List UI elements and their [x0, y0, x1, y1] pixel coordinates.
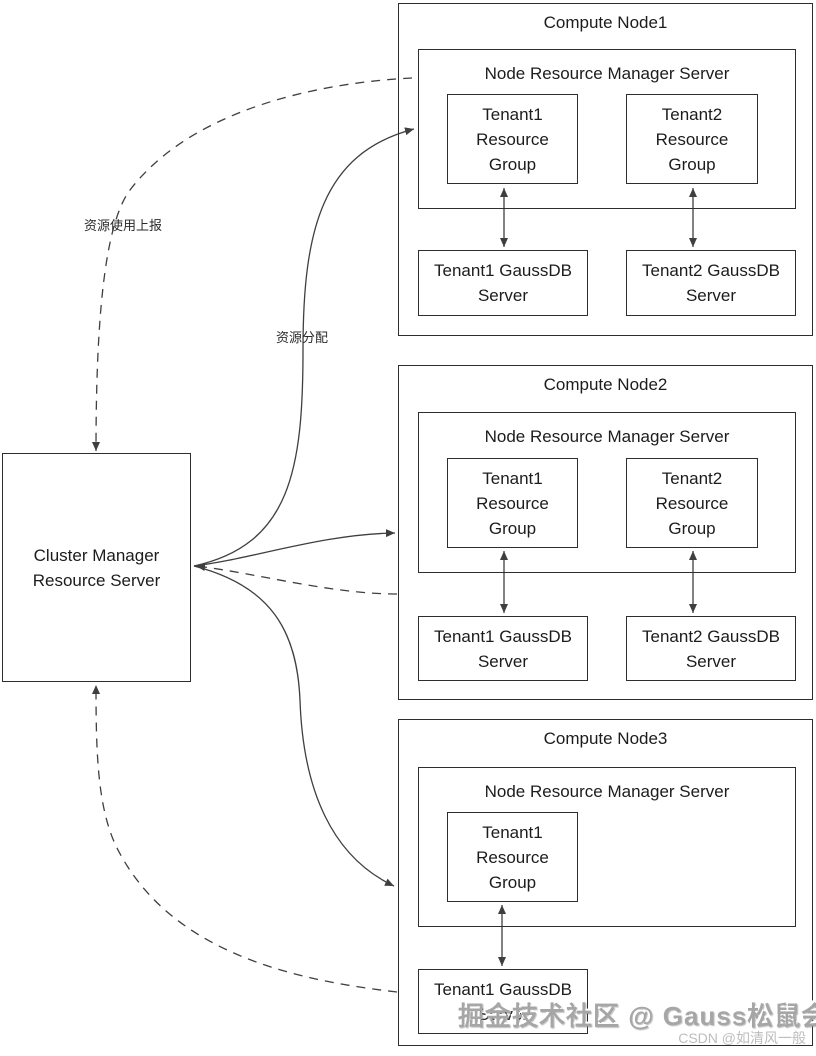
edge-allocation-node3 — [193, 565, 395, 887]
node1-tenant2-gaussdb-label: Tenant2 GaussDB Server — [642, 261, 780, 305]
usage-report-label: 资源使用上报 — [84, 218, 163, 233]
node2-tenant1-resource-group-label: Tenant1 Resource Group — [476, 468, 549, 538]
node1-tenant2-resource-group-box: Tenant2 Resource Group — [626, 94, 758, 184]
node1-resource-manager-box: Node Resource Manager Server — [418, 49, 796, 209]
node3-resource-manager-title: Node Resource Manager Server — [484, 782, 730, 801]
node1-tenant1-gaussdb-box: Tenant1 GaussDB Server — [418, 250, 588, 316]
cluster-manager-label: Cluster Manager Resource Server — [32, 545, 161, 590]
compute-node2-title: Compute Node2 — [543, 375, 668, 394]
edge-usage-report-node3 — [92, 684, 398, 993]
compute-node3-box: Compute Node3 — [398, 719, 813, 1046]
watermark-sub: CSDN @如清风一般 — [678, 1030, 806, 1046]
node1-tenant1-resource-group-label: Tenant1 Resource Group — [476, 104, 549, 174]
node3-resource-manager-box: Node Resource Manager Server — [418, 767, 796, 927]
compute-node2-box: Compute Node2 — [398, 365, 813, 700]
node1-tenant2-resource-group-label: Tenant2 Resource Group — [655, 104, 729, 174]
node2-resource-manager-box: Node Resource Manager Server — [418, 412, 796, 573]
edge-allocation-node1 — [193, 127, 415, 567]
node3-tenant1-resource-group-label: Tenant1 Resource Group — [476, 822, 549, 892]
node2-tenant2-resource-group-label: Tenant2 Resource Group — [655, 468, 729, 538]
node1-resource-manager-title: Node Resource Manager Server — [484, 64, 730, 83]
node2-tenant1-gaussdb-box: Tenant1 GaussDB Server — [418, 616, 588, 681]
node3-tenant1-gaussdb-label: Tenant1 GaussDB Server — [434, 979, 572, 1024]
compute-node1-title: Compute Node1 — [543, 13, 668, 32]
node1-tenant1-resource-group-box: Tenant1 Resource Group — [447, 94, 578, 184]
edge-usage-report-node1 — [92, 77, 413, 452]
cluster-manager-box: Cluster Manager Resource Server — [2, 453, 191, 682]
watermark-main: 掘金技术社区 @ Gauss松鼠会 — [458, 1001, 816, 1031]
node1-tenant2-gaussdb-box: Tenant2 GaussDB Server — [626, 250, 796, 316]
node3-tenant1-resource-group-box: Tenant1 Resource Group — [447, 812, 578, 902]
node3-tenant1-gaussdb-box: Tenant1 GaussDB Server — [418, 969, 588, 1034]
edge-allocation-node2 — [193, 529, 396, 567]
node2-tenant2-gaussdb-label: Tenant2 GaussDB Server — [642, 626, 780, 671]
node2-tenant2-gaussdb-box: Tenant2 GaussDB Server — [626, 616, 796, 681]
edge-usage-report-node2 — [195, 563, 398, 595]
node2-tenant1-gaussdb-label: Tenant1 GaussDB Server — [434, 626, 572, 671]
node2-tenant1-resource-group-box: Tenant1 Resource Group — [447, 458, 578, 548]
node2-tenant2-resource-group-box: Tenant2 Resource Group — [626, 458, 758, 548]
compute-node1-box: Compute Node1 — [398, 3, 813, 336]
node1-tenant1-gaussdb-label: Tenant1 GaussDB Server — [434, 261, 572, 305]
allocation-label: 资源分配 — [276, 330, 329, 345]
node2-resource-manager-title: Node Resource Manager Server — [484, 427, 730, 446]
compute-node3-title: Compute Node3 — [543, 729, 668, 748]
